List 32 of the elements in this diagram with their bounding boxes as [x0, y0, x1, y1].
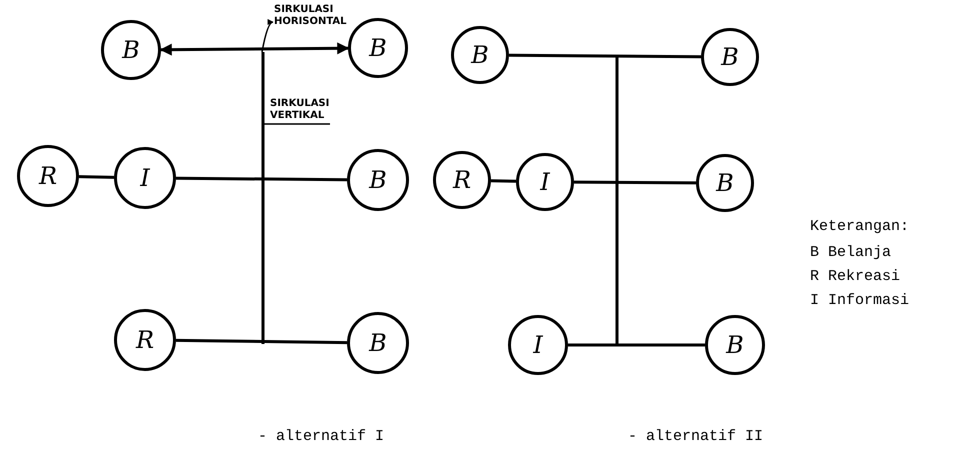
connector-line — [176, 176, 348, 182]
circle-node: I — [114, 147, 176, 209]
legend-entry: I Informasi — [810, 292, 910, 309]
connector-line — [574, 180, 696, 184]
legend-heading: Keterangan: — [810, 218, 910, 235]
circle-node: I — [508, 315, 568, 375]
connector-line — [508, 54, 702, 58]
connector-line — [160, 42, 350, 56]
connector-line — [490, 179, 516, 183]
annotation-text: SIRKULASI HORISONTAL — [274, 4, 344, 28]
leader-line — [261, 20, 274, 52]
legend-entry: B Belanja — [810, 244, 892, 261]
circle-node: B — [347, 149, 409, 211]
connector-line — [176, 338, 348, 344]
circle-node: B — [451, 26, 509, 84]
circle-node: R — [114, 309, 176, 371]
circle-node: B — [705, 315, 765, 375]
circle-node: R — [17, 145, 79, 207]
circle-node: I — [516, 153, 574, 211]
legend-entry: R Rekreasi — [810, 268, 900, 285]
circle-node: B — [348, 18, 408, 78]
caption-text: - alternatif II — [628, 428, 764, 445]
circle-node: B — [696, 154, 754, 212]
caption-text: - alternatif I — [258, 428, 384, 445]
leader-line — [264, 123, 330, 125]
annotation-text: SIRKULASI VERTIKAL — [270, 98, 350, 122]
connector-line — [78, 175, 114, 179]
circle-node: R — [433, 151, 491, 209]
connector-line — [568, 344, 705, 346]
circle-node: B — [101, 20, 161, 80]
circle-node: B — [347, 312, 409, 374]
circle-node: B — [701, 28, 759, 86]
